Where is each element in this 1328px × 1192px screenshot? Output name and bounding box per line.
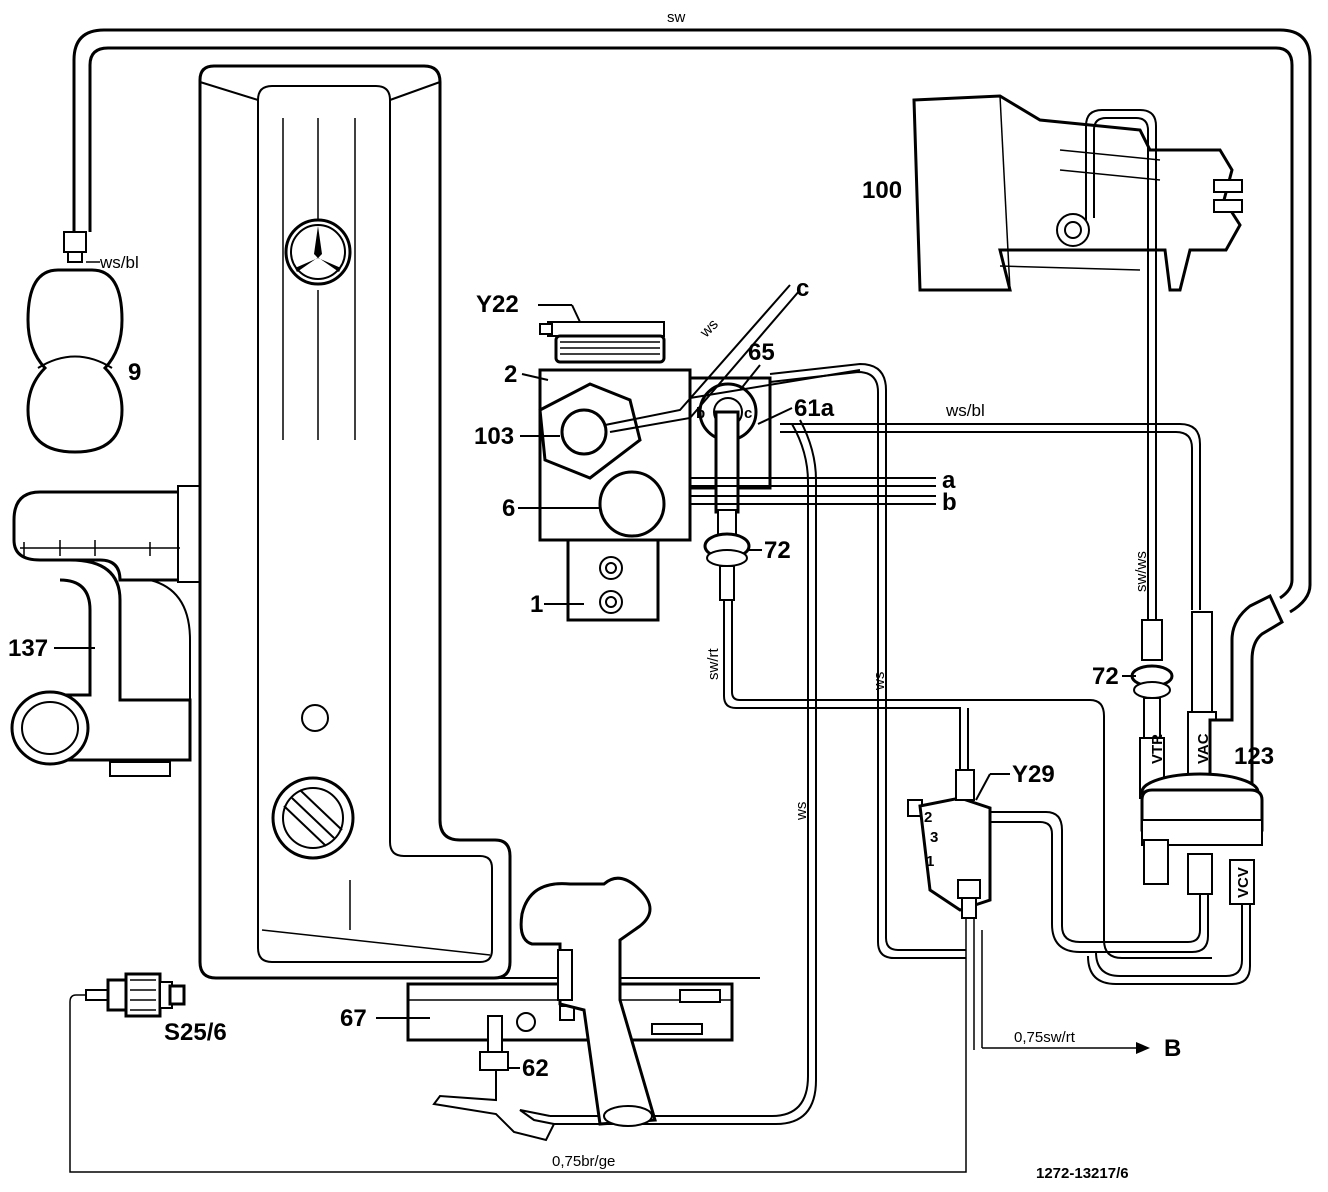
mark-vtr: VTR — [1149, 734, 1166, 764]
wire-label-ws-bl-line: ws/bl — [945, 401, 985, 420]
hose-ws-bl — [780, 423, 1201, 610]
label-137: 137 — [8, 635, 48, 662]
label-big-b: B — [1164, 1035, 1181, 1062]
wire-label-075-br-ge: 0,75br/ge — [552, 1153, 615, 1170]
hose-ws-mid — [769, 362, 966, 959]
label-72-right: 72 — [1092, 663, 1119, 690]
label-y22: Y22 — [476, 291, 519, 318]
hose-ws-low — [550, 419, 817, 1125]
wire-label-ws-top: ws — [696, 316, 722, 342]
label-65: 65 — [748, 339, 775, 366]
switchover-valve — [907, 769, 992, 1120]
mark-vcv: VCV — [1235, 867, 1252, 898]
vacuum-reservoir — [26, 231, 124, 454]
mark-pin-2: 2 — [924, 809, 932, 826]
injection-pump-assembly — [538, 284, 861, 622]
label-103: 103 — [474, 423, 514, 450]
label-123: 123 — [1234, 743, 1274, 770]
wire-label-sw-top: sw — [667, 9, 686, 26]
mark-pin-1: 1 — [926, 853, 934, 870]
label-62: 62 — [522, 1055, 549, 1082]
label-67: 67 — [340, 1005, 367, 1032]
wire-label-075-sw-rt: 0,75sw/rt — [1014, 1029, 1076, 1046]
label-b: b — [942, 489, 957, 516]
wire-label-sw-rt-vert: sw/rt — [705, 648, 722, 680]
label-100: 100 — [862, 177, 902, 204]
wire-label-ws-low: ws — [793, 802, 810, 821]
wire-label-ws-bl-tank: ws/bl — [99, 253, 139, 272]
mercedes-star-logo — [284, 218, 352, 286]
hose-sw-rt — [723, 600, 1212, 959]
figure-reference: 1272-13217/6 — [1036, 1165, 1129, 1182]
vacuum-control-unit — [990, 593, 1284, 985]
temperature-switch — [69, 972, 967, 1173]
intake-pipe — [10, 485, 203, 777]
vacuum-pump-assembly — [406, 876, 760, 1142]
label-2: 2 — [504, 361, 517, 388]
label-c: c — [796, 275, 809, 302]
engine-cover — [198, 64, 512, 980]
small-mark-b: b — [696, 405, 705, 422]
mark-pin-3: 3 — [930, 829, 938, 846]
hose-sw-top — [72, 28, 1312, 614]
transmission — [912, 94, 1243, 292]
label-a: a — [942, 467, 956, 494]
label-61a: 61a — [794, 395, 835, 422]
label-72-left: 72 — [764, 537, 791, 564]
mark-vac: VAC — [1195, 733, 1212, 764]
small-mark-c: c — [744, 405, 752, 422]
wire-label-ws-mid: ws — [871, 672, 888, 691]
wire-label-sw-ws: sw/ws — [1133, 551, 1150, 592]
hose-sw-ws — [1085, 109, 1157, 620]
label-9: 9 — [128, 359, 141, 386]
label-6: 6 — [502, 495, 515, 522]
label-y29: Y29 — [1012, 761, 1055, 788]
label-s25-6: S25/6 — [164, 1019, 227, 1046]
label-1: 1 — [530, 591, 543, 618]
